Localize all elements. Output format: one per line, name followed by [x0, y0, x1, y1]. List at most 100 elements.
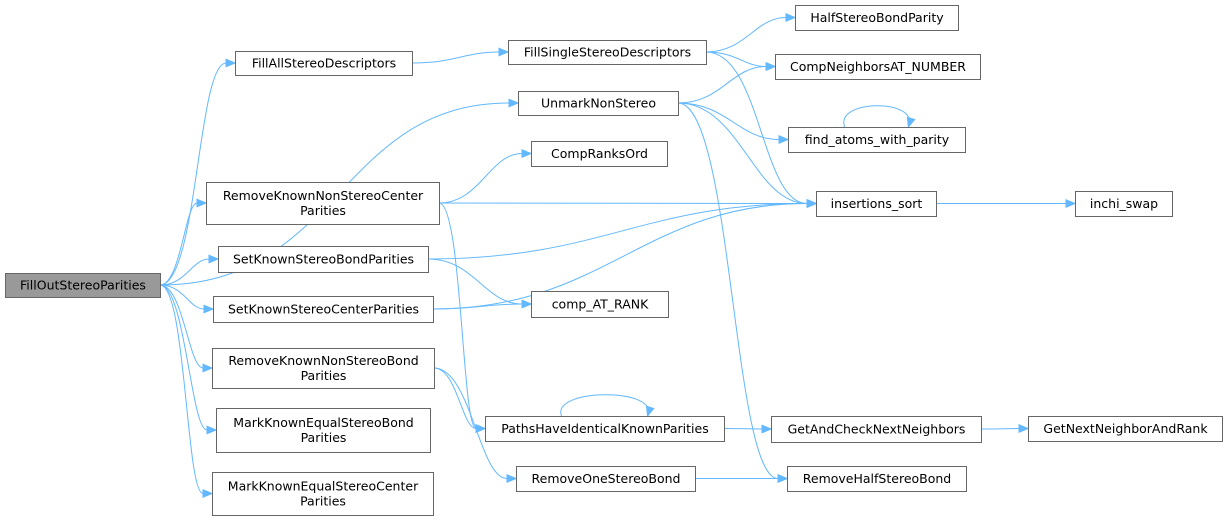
node-removeonestereobond[interactable]: RemoveOneStereoBond — [516, 466, 696, 492]
node-label: RemoveHalfStereoBond — [803, 471, 951, 486]
edge-arrowhead — [906, 116, 916, 129]
edge-filloutstereoparities-to-markknownequalstereobondparities — [159, 284, 218, 435]
node-box — [5, 273, 161, 298]
edge-line — [159, 284, 204, 369]
node-label: find_atoms_with_parity — [805, 132, 950, 147]
edge-unmarknonstereo-to-compneighborsat-number — [677, 61, 777, 104]
edge-filloutstereoparities-to-setknownstereocenterparities — [159, 284, 215, 314]
node-label: FillAllStereoDescriptors — [252, 56, 396, 71]
edge-line — [427, 203, 808, 260]
edge-line — [677, 66, 767, 104]
node-label: SetKnownStereoCenterParities — [228, 302, 419, 317]
node-box — [775, 54, 981, 80]
node-label: UnmarkNonStereo — [541, 96, 656, 111]
node-label: inchi_swap — [1090, 196, 1158, 211]
edge-setknownstereobondparities-to-insertions-sort — [427, 198, 818, 260]
node-compneighborsat-number[interactable]: CompNeighborsAT_NUMBER — [775, 54, 981, 80]
node-label: Parities — [301, 368, 347, 383]
edge-line — [705, 51, 808, 204]
edge-line — [411, 51, 500, 64]
edge-fillsinglestereodescriptors-to-compneighborsat-number — [705, 51, 777, 72]
node-box — [531, 141, 668, 167]
edge-line — [438, 153, 523, 204]
node-box — [508, 40, 707, 65]
edge-arrowhead — [765, 61, 777, 72]
edge-line — [677, 102, 780, 140]
edge-line — [159, 284, 205, 310]
node-box — [212, 472, 434, 516]
edge-arrowhead — [203, 304, 215, 314]
node-filloutstereoparities[interactable]: FillOutStereoParities — [5, 273, 161, 298]
edge-find-atoms-with-parity-to-find-atoms-with-parity — [843, 105, 916, 129]
node-label: CompNeighborsAT_NUMBER — [790, 59, 966, 74]
edge-arrowhead — [1018, 423, 1030, 434]
edge-line — [433, 367, 477, 429]
edge-arrowhead — [506, 473, 518, 484]
edge-insertions-sort-to-inchi-swap — [935, 198, 1077, 209]
node-box — [516, 466, 696, 492]
edge-line — [438, 202, 477, 429]
edge-line — [705, 51, 767, 67]
edge-line — [705, 17, 787, 53]
node-find-atoms-with-parity[interactable]: find_atoms_with_parity — [788, 127, 966, 153]
node-fillsinglestereodescriptors[interactable]: FillSingleStereoDescriptors — [508, 40, 707, 65]
edge-line — [159, 258, 210, 286]
edge-line — [427, 258, 523, 305]
node-label: SetKnownStereoBondParities — [233, 252, 414, 267]
call-edges — [159, 12, 1077, 499]
node-box — [235, 51, 413, 76]
edge-arrowhead — [806, 198, 818, 209]
node-label: RemoveKnownNonStereoBond — [228, 353, 418, 368]
node-unmarknonstereo[interactable]: UnmarkNonStereo — [518, 91, 679, 116]
edge-pathshaveidenticalknownparities-to-getandchecknextneighbors — [723, 424, 773, 434]
edge-filloutstereoparities-to-setknownstereobondparities — [159, 254, 220, 286]
node-box — [485, 416, 725, 442]
node-box — [213, 296, 434, 323]
edge-arrowhead — [508, 98, 520, 108]
node-label: Parities — [301, 430, 347, 445]
node-fillallstereodescriptors[interactable]: FillAllStereoDescriptors — [235, 51, 413, 76]
edge-line — [677, 102, 808, 204]
node-inchi-swap[interactable]: inchi_swap — [1075, 191, 1173, 217]
node-setknownstereobondparities[interactable]: SetKnownStereoBondParities — [218, 246, 429, 273]
edge-removeknownnonstereobondparities-to-pathshaveidenticalknownparities — [433, 367, 487, 434]
edge-line — [159, 62, 227, 286]
node-getandchecknextneighbors[interactable]: GetAndCheckNextNeighbors — [771, 416, 982, 443]
node-box — [218, 246, 429, 273]
node-halfstereobondparity[interactable]: HalfStereoBondParity — [795, 5, 959, 31]
edge-arrowhead — [196, 198, 208, 208]
edge-arrowhead — [225, 58, 237, 68]
node-insertions-sort[interactable]: insertions_sort — [816, 191, 937, 217]
node-box — [795, 5, 959, 31]
node-label: MarkKnownEqualStereoBond — [233, 415, 413, 430]
edge-arrowhead — [206, 425, 218, 435]
node-compranksord[interactable]: CompRanksOrd — [531, 141, 668, 167]
edge-fillallstereodescriptors-to-fillsinglestereodescriptors — [411, 47, 510, 64]
node-comp-at-rank[interactable]: comp_AT_RANK — [531, 291, 669, 318]
edge-line — [159, 284, 204, 494]
node-removehalfstereobond[interactable]: RemoveHalfStereoBond — [787, 466, 967, 492]
edge-arrowhead — [521, 299, 533, 309]
node-label: insertions_sort — [831, 196, 923, 211]
node-label: PathsHaveIdenticalKnownParities — [501, 421, 708, 436]
node-label: GetAndCheckNextNeighbors — [788, 422, 966, 437]
edge-arrowhead — [202, 363, 214, 373]
node-getnextneighborandrank[interactable]: GetNextNeighborAndRank — [1028, 416, 1223, 442]
edge-line — [980, 428, 1020, 430]
edge-removeonestereobond-to-removehalfstereobond — [694, 473, 789, 484]
edge-setknownstereobondparities-to-comp-at-rank — [427, 258, 533, 309]
edge-arrowhead — [202, 488, 214, 499]
node-box — [1028, 416, 1223, 442]
edge-arrowhead — [785, 12, 797, 23]
node-pathshaveidenticalknownparities[interactable]: PathsHaveIdenticalKnownParities — [485, 416, 725, 442]
node-box — [531, 291, 669, 318]
node-label: comp_AT_RANK — [552, 297, 649, 312]
edge-arrowhead — [521, 148, 533, 159]
node-setknownstereocenterparities[interactable]: SetKnownStereoCenterParities — [213, 296, 434, 323]
edge-arrowhead — [645, 405, 655, 418]
edge-fillsinglestereodescriptors-to-halfstereobondparity — [705, 12, 797, 53]
